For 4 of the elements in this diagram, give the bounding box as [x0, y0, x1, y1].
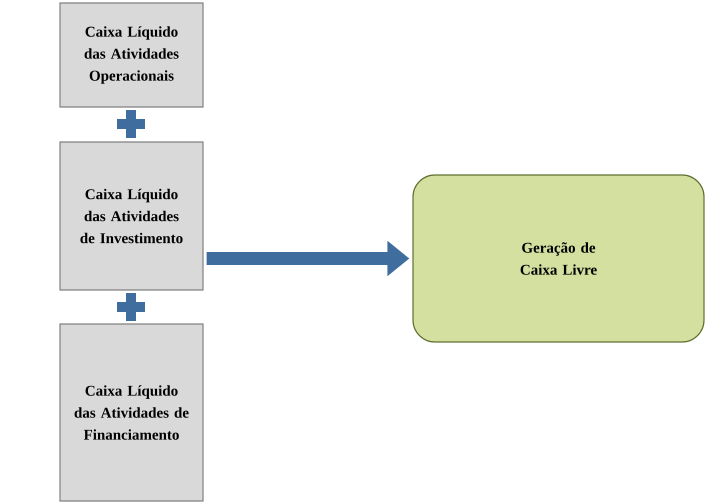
process-box: Caixa Líquido das Atividades de Investimento — [59, 141, 204, 291]
process-box: Caixa Líquido das Atividades de Financiamento — [59, 323, 204, 502]
result-box: Geração de Caixa Livre — [412, 174, 705, 343]
process-box: Caixa Líquido das Atividades Operacionais — [59, 2, 204, 108]
